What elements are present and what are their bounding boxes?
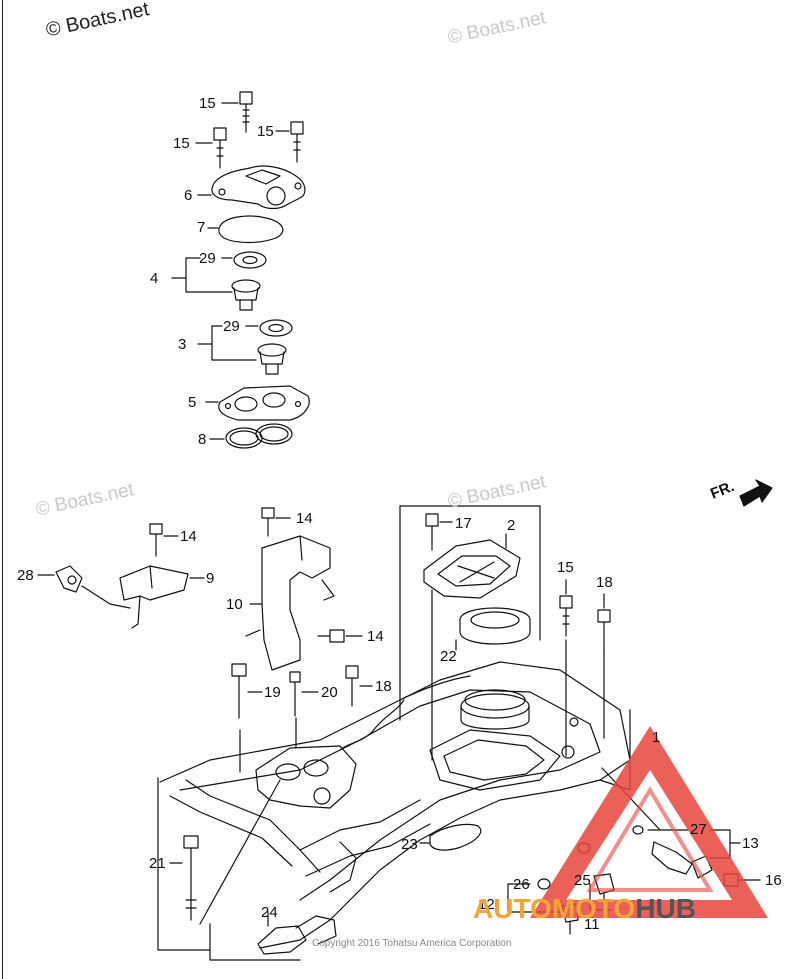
copyright-text: Copyright 2016 Tohatsu America Corporati… [312,938,512,949]
part-label: 23 [401,836,418,853]
part-label: 15 [199,95,216,112]
part-label: 10 [226,596,243,613]
part-label: 9 [206,570,215,587]
gasket-23 [429,823,482,851]
part-label: 13 [742,835,759,852]
part-label: 29 [199,250,216,267]
part-label: 7 [197,219,206,236]
cover-2 [423,539,521,599]
part-label: 27 [690,821,707,838]
site-logo: AUTOMOTOHUB [473,893,696,925]
part-label: 15 [173,135,190,152]
part-label: 18 [596,574,613,591]
bracket-10 [261,535,331,671]
part-label: 12 [478,896,495,913]
part-label: 8 [198,431,207,448]
part-label: 1 [652,729,661,746]
part-label: 14 [367,628,384,645]
part-label: 25 [574,872,591,889]
part-label: 28 [17,567,34,584]
water-housing [255,745,357,809]
part-label: 5 [188,394,197,411]
part-label: 20 [321,684,338,701]
part-label: 14 [180,528,197,545]
part-label: 21 [149,855,166,872]
leader-lines [339,699,405,751]
thermostat-3 [257,343,287,375]
bolt-15-top [239,91,253,133]
logo-text-part1: AUTOMOTO [473,893,636,924]
thermostat-cover-6 [211,165,306,210]
bracket-9 [119,565,189,601]
part-label: 17 [455,515,472,532]
bolt-15-right [290,121,304,163]
housing-plate-5 [218,385,310,421]
washer-29-lower [259,319,293,337]
part-label: 15 [557,559,574,576]
logo-text-part2: HUB [635,893,696,924]
gasket-7 [218,215,284,244]
part-label: 6 [184,187,193,204]
part-label: 3 [178,336,187,353]
part-label: 22 [440,648,457,665]
front-arrow [739,479,773,507]
part-label: 15 [257,123,274,140]
part-label: 2 [507,517,516,534]
part-label: 18 [375,678,392,695]
part-label: 26 [513,876,530,893]
sensor-13 [651,841,693,875]
thermostat-4 [231,279,261,311]
frame-border [2,0,3,979]
part-label: 16 [765,872,782,889]
part-label: 19 [264,684,281,701]
gasket-24 [257,925,307,955]
part-label: 14 [296,510,313,527]
washer-29-upper [233,251,267,269]
part-label: 29 [223,318,240,335]
oil-seal-22 [459,607,531,645]
clip-28 [55,565,83,593]
bolt-15-left [213,127,227,169]
part-label: 11 [584,916,600,933]
o-ring-8-right [255,423,293,445]
part-label: 24 [261,904,278,921]
part-label: 4 [150,270,159,287]
